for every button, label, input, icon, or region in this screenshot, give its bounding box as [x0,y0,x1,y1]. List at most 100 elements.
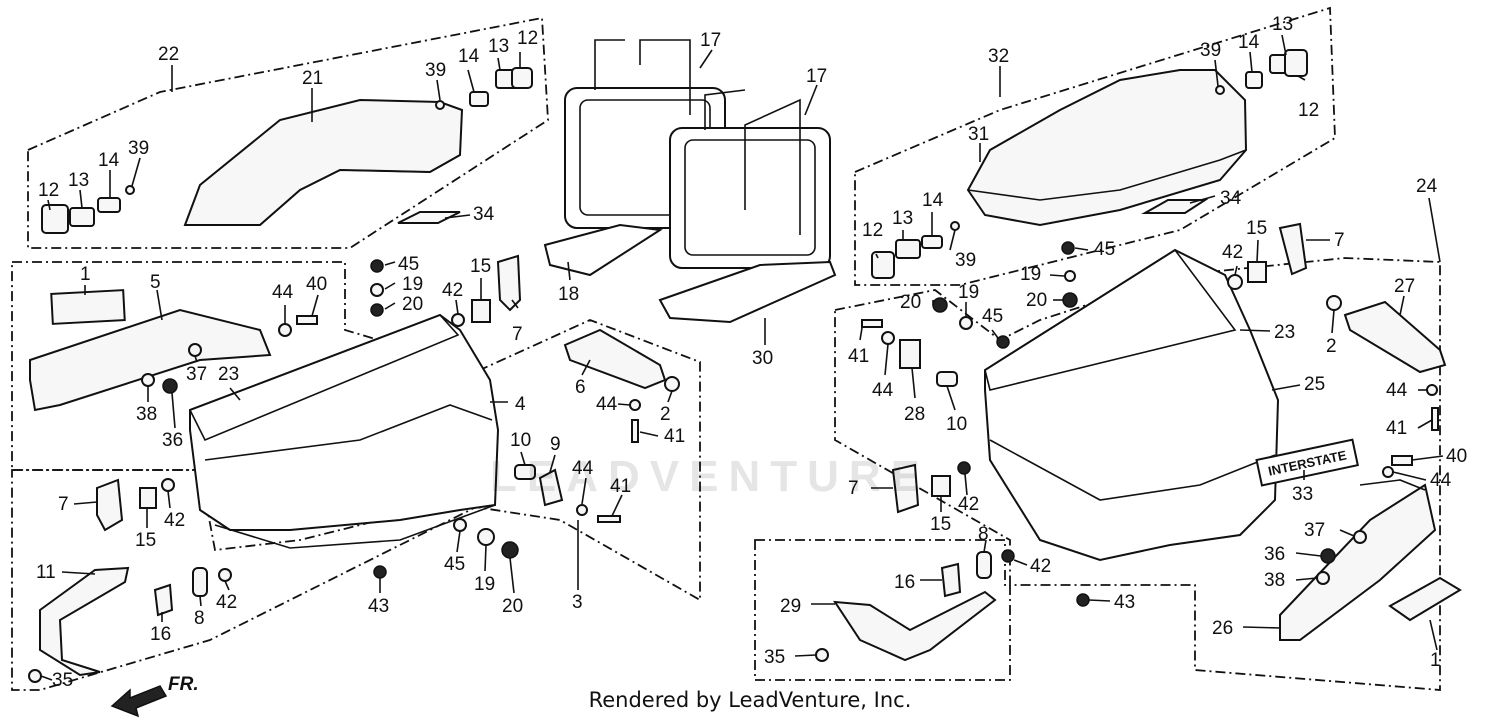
left-washer-38a [141,373,155,387]
right-hinge-27 [1343,300,1447,374]
label-right-lid-r12: 12 [1298,100,1319,121]
right-collar-2 [1326,295,1342,311]
left-nut-20a [370,303,384,317]
label-l-19b: 19 [474,574,495,595]
label-right-lid-l12: 12 [862,220,883,241]
left-washer-19a [370,283,384,297]
left-latch-7b [96,478,124,532]
left-lid-screw-left [125,185,135,195]
label-l-42c: 42 [216,592,237,613]
label-right-lid-r39: 39 [1200,40,1221,61]
right-nut-42c [1001,549,1015,563]
left-lid-cover-right [469,91,489,107]
label-r-8: 8 [978,524,989,545]
label-l-15a: 15 [470,256,491,277]
liner-b-shape [658,260,837,324]
right-latch-7b [891,463,920,514]
label-r-25: 25 [1304,374,1325,395]
left-nut-42c [218,568,232,582]
right-lid-cover-right [1245,71,1263,89]
front-direction-arrow [110,685,168,718]
label-l-44b: 44 [596,394,618,415]
left-washer-44b [629,399,641,411]
label-r-2: 2 [1326,336,1337,357]
left-mat-shape [397,211,461,224]
left-bracket-9 [538,468,564,507]
right-nut-42a [1227,274,1243,290]
label-l-35a: 35 [52,670,73,691]
label-r-33: 33 [1292,484,1313,505]
label-right-lid-l14: 14 [922,190,944,211]
label-r-15a: 15 [1246,218,1267,239]
right-washer-38 [1316,571,1330,585]
left-lid-cover-left [97,197,121,213]
label-left-lid-l14: 14 [98,150,120,171]
bag-a-handle [594,39,691,115]
right-bracket-28 [899,339,921,369]
label-left-lid-l13: 13 [68,170,89,191]
label-r-37: 37 [1304,520,1325,541]
left-collar-2a [664,376,680,392]
label-right-lid-l39: 39 [955,250,976,271]
label-l-20b: 20 [502,596,523,617]
left-lid-hinge-plate-right [511,67,533,89]
right-washer-19a [1064,270,1076,282]
left-bolt-41b [597,515,621,523]
left-hinge-6 [563,328,667,390]
label-r-45b: 45 [982,306,1003,327]
label-r-7b: 7 [848,478,859,499]
left-plate-15a [471,299,491,323]
label-right-lid: 31 [968,124,989,145]
label-right-lid-group: 32 [988,46,1009,67]
right-bolt-40 [1391,455,1413,466]
right-bolt-45b [996,335,1010,349]
right-plate-10 [936,371,958,387]
label-r-44a: 44 [872,380,894,401]
label-l-45a: 45 [398,254,419,275]
label-r-41b: 41 [1386,418,1407,439]
label-bag-a: 17 [700,30,721,51]
label-r-27: 27 [1394,276,1415,297]
label-l-2a: 2 [660,404,671,425]
label-r-7a: 7 [1334,230,1345,251]
right-nut-42b [957,461,971,475]
left-plate-8a [192,567,208,597]
label-l-38a: 38 [136,404,157,425]
label-r-44c: 44 [1430,470,1452,491]
left-washer-44c [576,504,588,516]
label-l-20a: 20 [402,294,423,315]
left-bolt-45b [453,518,467,532]
right-nut-43 [1076,593,1090,607]
bag-b-handle [704,89,801,235]
right-nut-20b [932,297,948,313]
left-grommet-37a [188,343,202,357]
right-screw-35 [815,648,829,662]
label-right-lid-r13: 13 [1272,14,1293,35]
label-left-lid-l39: 39 [128,138,149,159]
label-liner-a: 18 [558,284,579,305]
right-lid-shape [966,69,1248,227]
right-bolt-41b [1431,407,1439,431]
left-lid-hinge-bracket-left [69,207,95,227]
left-nut-20b [501,541,519,559]
left-bolt-41a [631,419,639,443]
label-left-lid-group: 22 [158,44,179,65]
label-left-lid: 21 [302,68,323,89]
label-right-group: 24 [1416,176,1438,197]
right-washer-44b [1426,384,1438,396]
label-l-15b: 15 [135,530,156,551]
right-washer-44c [1382,466,1394,478]
left-saddlebag-bottom [214,504,496,549]
label-r-26: 26 [1212,618,1233,639]
label-l-43a: 43 [368,596,389,617]
label-r-19b: 19 [958,282,979,303]
label-r-41a: 41 [848,346,869,367]
label-l-4: 4 [515,394,526,415]
right-lid-hinge-bracket-left [895,239,921,259]
right-saddlebag-seam [989,439,1276,501]
part-labels: 22 21 12 13 14 39 39 14 13 12 34 17 17 1… [36,14,1467,691]
label-r-16: 16 [894,572,915,593]
left-nut-36a [162,378,178,394]
label-l-37a: 37 [186,364,207,385]
label-right-lid-r14: 14 [1238,32,1260,53]
